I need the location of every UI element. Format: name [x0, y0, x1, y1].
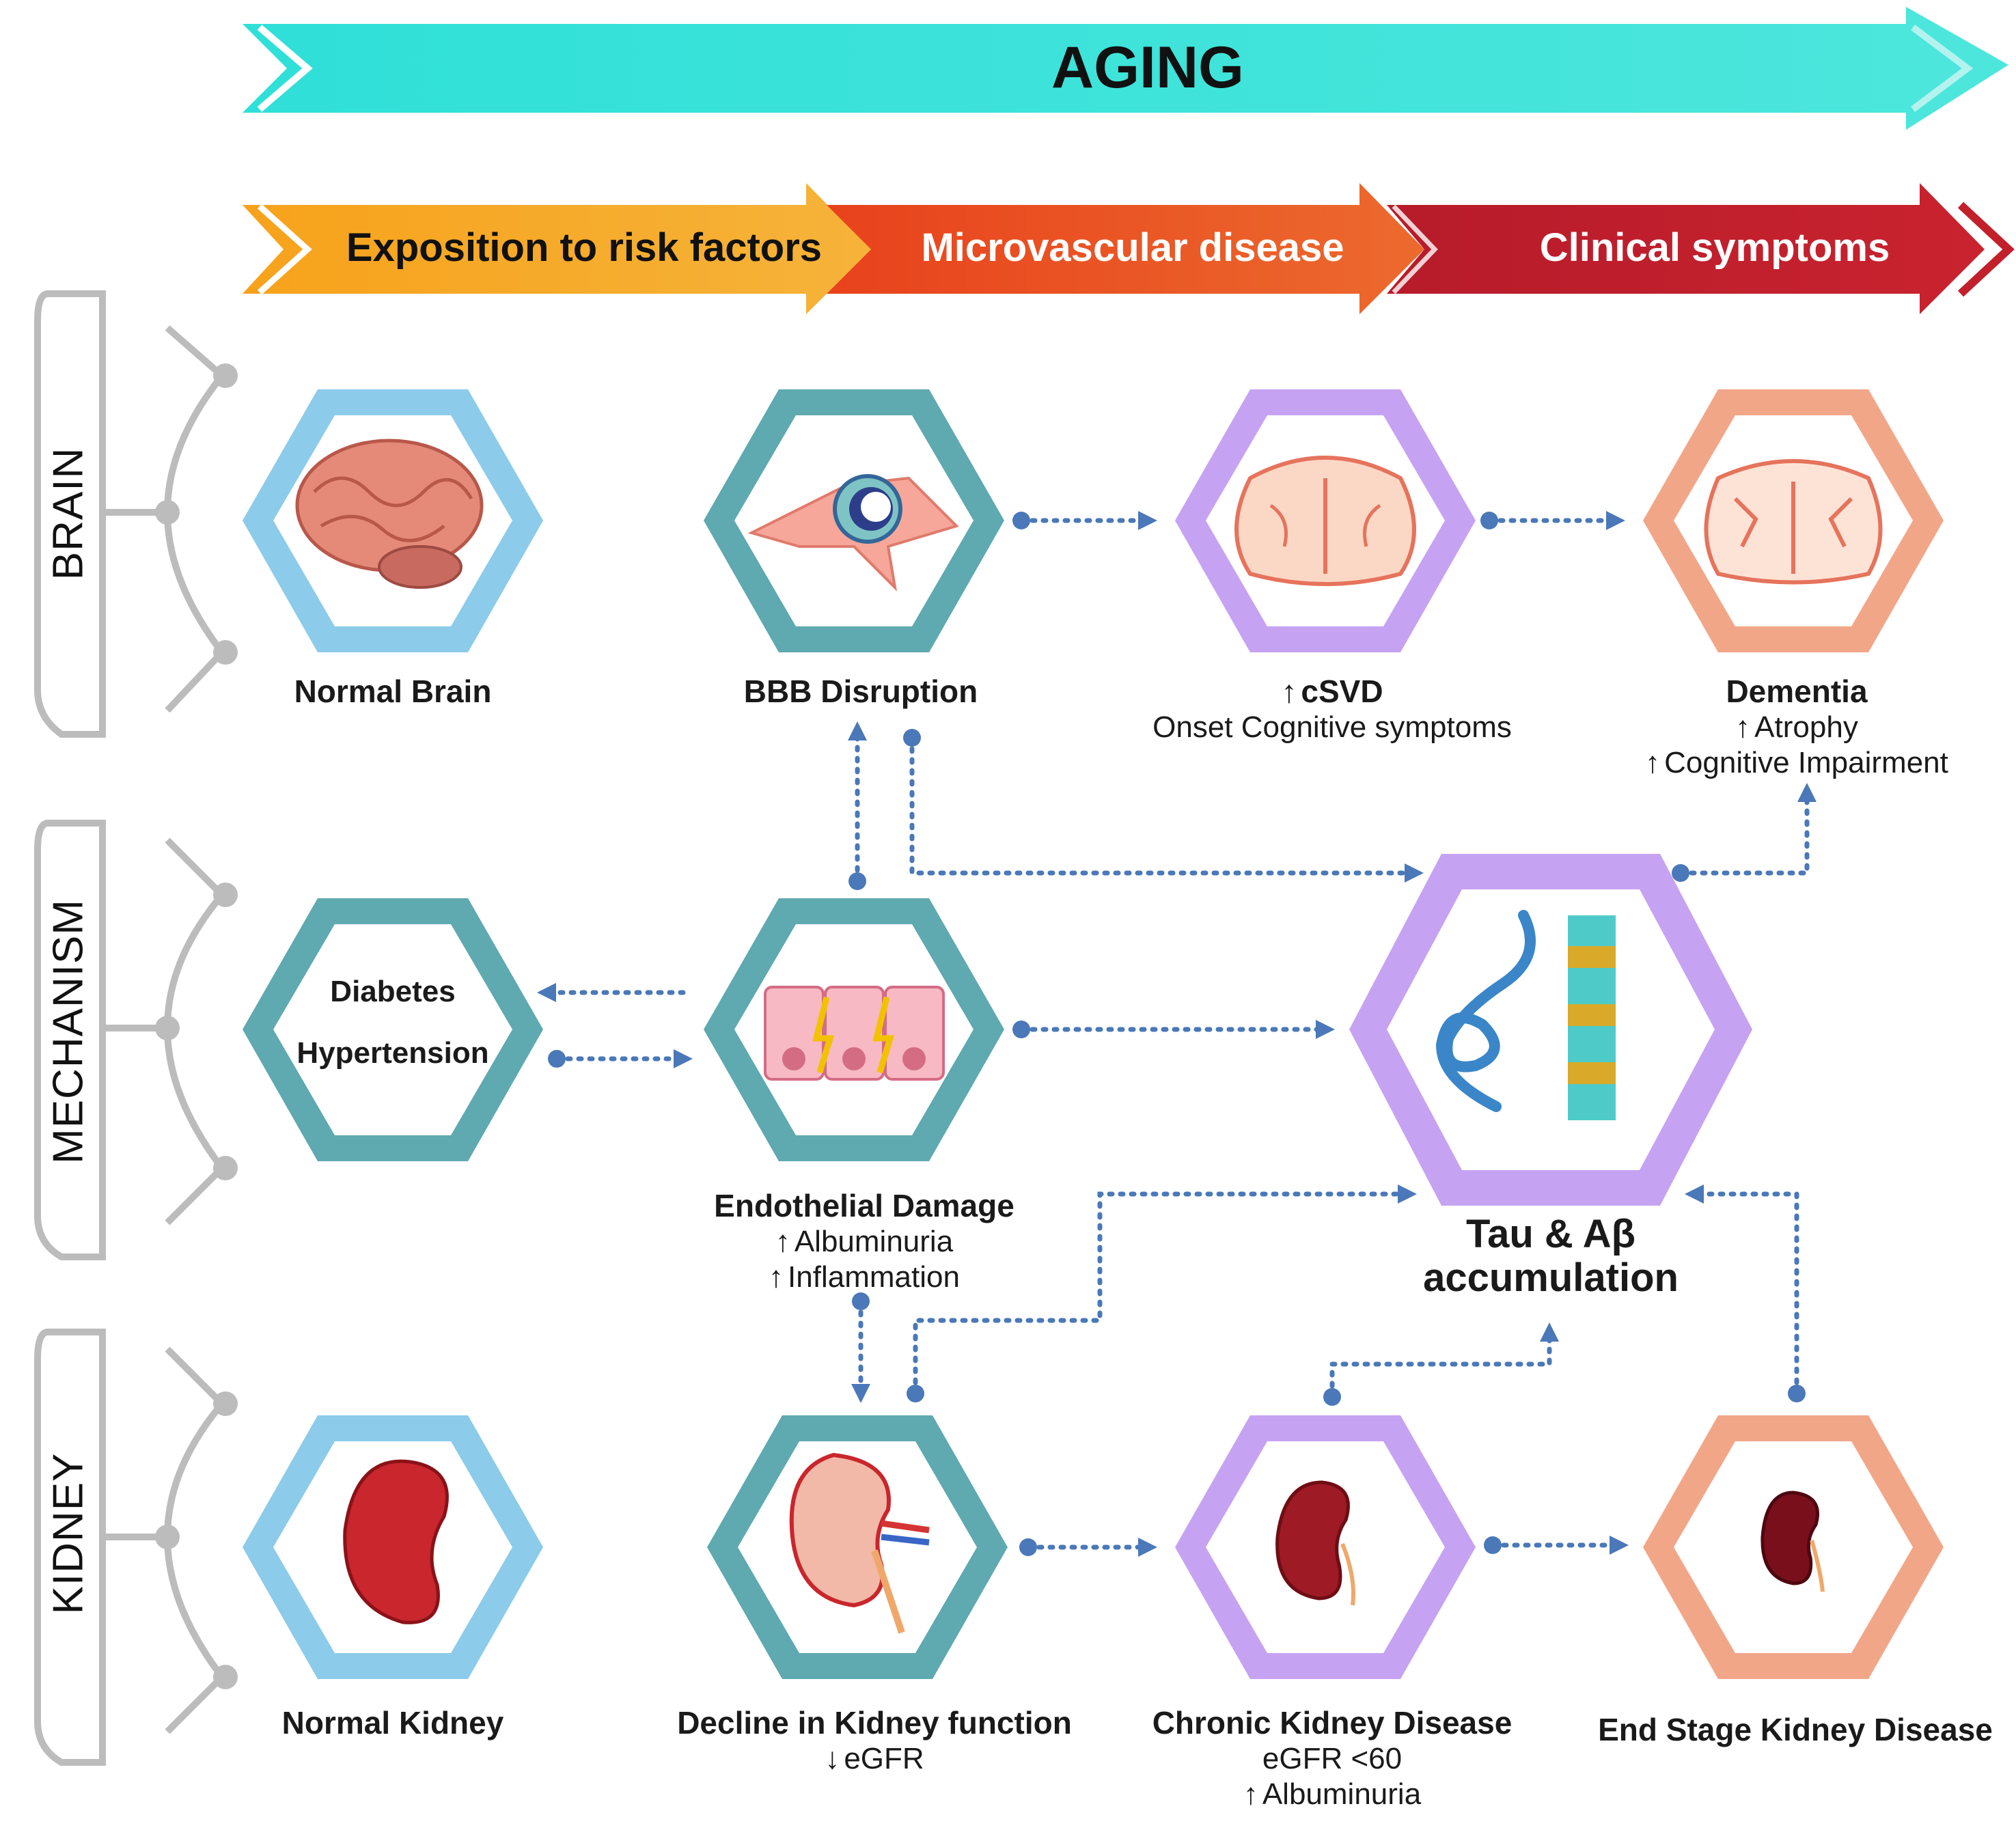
kidney-decline-illustration: [789, 1452, 930, 1634]
kidney-decline-title: Decline in Kidney function: [677, 1705, 1072, 1741]
up-arrow-icon: ↑: [1281, 674, 1297, 709]
risk-diabetes: Diabetes: [330, 975, 456, 1008]
dementia-atrophy: Atrophy: [1754, 710, 1858, 745]
kidney-decline-egfr: eGFR: [844, 1742, 924, 1776]
connector-kidney-tau: [913, 1184, 1417, 1396]
connectors: [537, 511, 1817, 1557]
stage-label-clinical: Clinical symptoms: [1540, 225, 1890, 270]
label-dementia: Dementia ↑Atrophy ↑Cognitive Impairment: [1645, 673, 1948, 781]
tab-brain: [34, 290, 106, 738]
tau-line2: accumulation: [1423, 1255, 1679, 1300]
normal-kidney-illustration: [343, 1459, 449, 1624]
normal-brain-title: Normal Brain: [294, 674, 492, 709]
ckd-kidney-illustration: [1275, 1480, 1355, 1606]
tau-amyloid-illustration: [1435, 910, 1616, 1120]
up-arrow-icon: ↑: [775, 1225, 790, 1259]
csvd-subtitle: Onset Cognitive symptoms: [1152, 710, 1512, 745]
endothelial-inflammation: Inflammation: [788, 1260, 960, 1294]
stage-label-risk: Exposition to risk factors: [346, 225, 822, 270]
risk-hypertension: Hypertension: [296, 1036, 489, 1070]
down-arrow-icon: ↓: [825, 1742, 840, 1776]
label-csvd: ↑cSVD Onset Cognitive symptoms: [1152, 673, 1512, 745]
dementia-cognitive: Cognitive Impairment: [1664, 746, 1948, 780]
label-endothelial: Endothelial Damage ↑Albuminuria ↑Inflamm…: [714, 1187, 1014, 1295]
dementia-brain-section: [1704, 459, 1883, 585]
endothelial-albuminuria: Albuminuria: [794, 1225, 954, 1259]
hex-risk-factors: [243, 898, 543, 1161]
csvd-title: cSVD: [1301, 674, 1383, 709]
tab-kidney: [34, 1329, 106, 1766]
stage-arrows: Exposition to risk factors Microvascular…: [243, 183, 2015, 314]
aging-title: AGING: [1051, 35, 1244, 100]
csvd-brain-section: [1234, 456, 1416, 586]
up-arrow-icon: ↑: [1735, 710, 1751, 745]
connector-ckd-tau: [1329, 1322, 1559, 1400]
bracket-dots: [155, 363, 238, 1689]
side-tabs: [34, 290, 106, 1766]
eskd-kidney-illustration: [1760, 1491, 1825, 1592]
connector-eskd-tau: [1685, 1184, 1799, 1396]
up-arrow-icon: ↑: [769, 1260, 784, 1294]
label-ckd: Chronic Kidney Disease eGFR <60 ↑Albumin…: [1152, 1704, 1513, 1812]
up-arrow-icon: ↑: [1645, 746, 1661, 780]
connector-start-dots: [548, 512, 1806, 1556]
hexagons: [243, 389, 1944, 1679]
up-arrow-icon: ↑: [1243, 1777, 1258, 1812]
row-label-kidney: KIDNEY: [44, 1452, 92, 1615]
ckd-albuminuria: Albuminuria: [1262, 1777, 1422, 1812]
tab-mechanism: [34, 820, 106, 1260]
label-eskd: End Stage Kidney Disease: [1598, 1711, 1993, 1748]
bbb-cell-illustration: [747, 474, 959, 592]
endothelial-title: Endothelial Damage: [714, 1188, 1014, 1223]
label-normal-kidney: Normal Kidney: [282, 1704, 504, 1741]
brain-illustration: [295, 439, 484, 589]
label-tau: Tau & Aβ accumulation: [1423, 1212, 1679, 1300]
bbb-title: BBB Disruption: [743, 674, 978, 709]
normal-kidney-title: Normal Kidney: [281, 1705, 504, 1741]
ckd-egfr: eGFR <60: [1262, 1742, 1403, 1776]
ckd-title: Chronic Kidney Disease: [1152, 1705, 1513, 1741]
connector-bbb-tau: [909, 735, 1424, 883]
hex-tau: [1349, 854, 1752, 1206]
row-label-mechanism: MECHANISM: [44, 899, 92, 1164]
tau-line1: Tau & Aβ: [1465, 1212, 1636, 1256]
label-bbb-disruption: BBB Disruption: [744, 673, 978, 710]
connector-tau-dementia: [1678, 783, 1817, 876]
endothelial-cells-illustration: [764, 986, 945, 1081]
eskd-title: End Stage Kidney Disease: [1598, 1712, 1993, 1747]
stage-label-microvascular: Microvascular disease: [921, 225, 1344, 270]
label-normal-brain: Normal Brain: [294, 673, 492, 710]
dementia-title: Dementia: [1726, 674, 1868, 709]
row-label-brain: BRAIN: [44, 447, 92, 581]
label-kidney-decline: Decline in Kidney function ↓eGFR: [677, 1704, 1072, 1777]
aging-banner: AGING: [243, 7, 2008, 130]
